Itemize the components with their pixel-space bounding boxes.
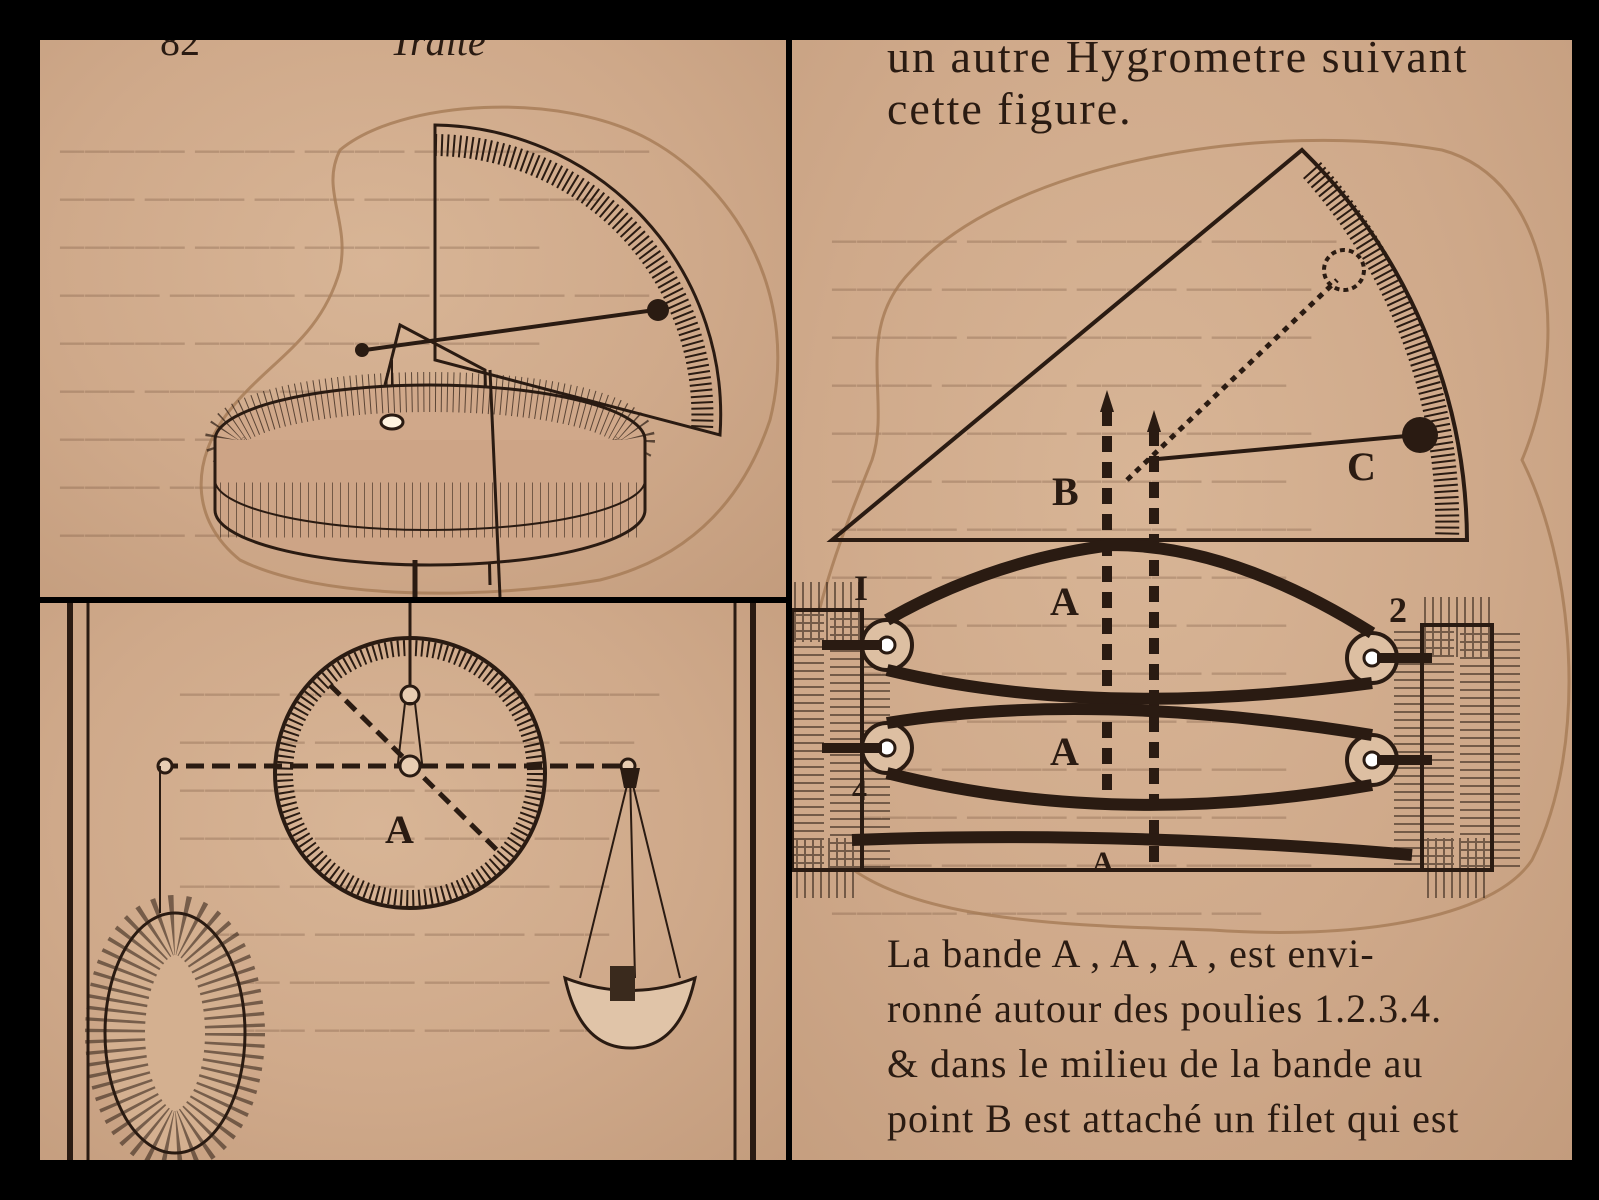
- caption-line-2: ronné autour des poulies 1.2.3.4.: [887, 986, 1443, 1031]
- quadrant-scale: [433, 123, 723, 437]
- quadrant-ticks: [434, 134, 714, 431]
- label-pulley-1: I: [854, 568, 868, 608]
- figure-label-a: A: [385, 807, 414, 852]
- stain-outline: [199, 105, 780, 595]
- pan-hook: [620, 768, 640, 788]
- page-number: 82: [160, 40, 200, 64]
- balance-hygrometer-figure: A: [67, 603, 756, 1160]
- stain-outline: [801, 138, 1571, 934]
- label-pulley-4: 4: [852, 774, 867, 807]
- caption-line-3: & dans le milieu de la bande au: [887, 1041, 1424, 1086]
- heading-line-2: cette figure.: [887, 83, 1133, 134]
- running-head: Traité: [390, 40, 486, 64]
- label-a-middle: A: [1050, 729, 1079, 774]
- band-middle: [886, 703, 1373, 741]
- disc-center-hole: [379, 413, 405, 431]
- label-c: C: [1347, 444, 1376, 489]
- bleed-through-text: ───── ──── ───── ───── ──── ───── ──── ─…: [832, 223, 1338, 932]
- page-panel-right: ───── ──── ───── ───── ──── ───── ──── ─…: [792, 40, 1572, 1160]
- pointer-ball: [1402, 417, 1438, 453]
- pulley-hygrometer-figure: B C A A A I 2: [792, 138, 1571, 934]
- label-pulley-2: 2: [1389, 590, 1407, 630]
- band-lower: [851, 831, 1413, 861]
- band-upper: [884, 538, 1376, 639]
- page-panel-bottom-left: ──── ───── ──── ───── ───── ──── ───── ─…: [40, 603, 786, 1160]
- caption-line-1: La bande A , A , A , est envi-: [887, 931, 1375, 976]
- heading-line-1: un autre Hygrometre suivant: [887, 40, 1469, 82]
- pointer-arm: [364, 308, 656, 352]
- caption-line-4: point B est attaché un filet qui est: [887, 1096, 1460, 1141]
- pointer-dotted-position: [1125, 278, 1339, 482]
- counterweight-ball: [355, 343, 369, 357]
- pointer-arm: [1146, 433, 1418, 462]
- label-b: B: [1052, 469, 1079, 514]
- pointer-ball: [647, 299, 669, 321]
- label-a-top: A: [1050, 579, 1079, 624]
- hygrometer-disc-figure: [199, 105, 780, 597]
- page-panel-top-left: ───── ──── ──── ──── ───── ─── ──── ────…: [40, 40, 786, 597]
- sector-ticks: [1303, 161, 1460, 541]
- pan-weight: [610, 966, 635, 1001]
- label-a-bottom: A: [1092, 846, 1114, 879]
- dial-pivot: [398, 754, 422, 778]
